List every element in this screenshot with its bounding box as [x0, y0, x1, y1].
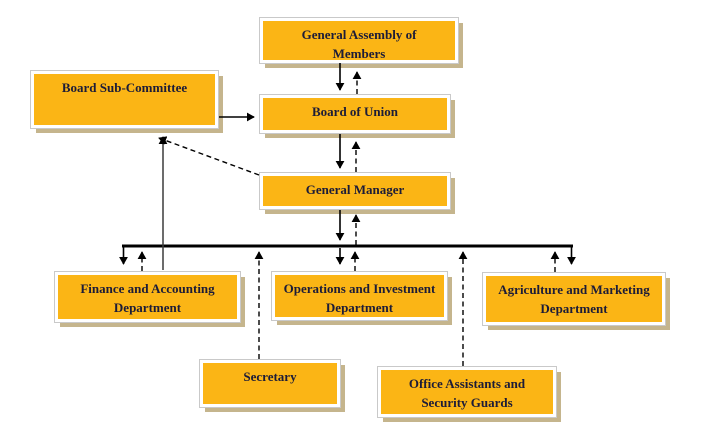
node-finance-department-label: Finance and Accounting Department — [80, 281, 215, 315]
node-general-assembly-label: General Assembly of Members — [301, 27, 417, 61]
node-general-assembly: General Assembly of Members — [259, 17, 459, 64]
edge-manager-to-subcommittee-dashed — [158, 136, 260, 176]
node-operations-department: Operations and Investment Department — [271, 271, 448, 321]
node-agriculture-department: Agriculture and Marketing Department — [482, 272, 666, 326]
node-office-assistants: Office Assistants and Security Guards — [377, 366, 557, 418]
node-general-manager: General Manager — [259, 172, 451, 210]
node-agriculture-department-label: Agriculture and Marketing Department — [498, 282, 650, 316]
node-secretary-label: Secretary — [243, 369, 297, 384]
node-general-manager-label: General Manager — [305, 182, 405, 197]
node-secretary: Secretary — [199, 359, 341, 408]
node-board-of-union-label: Board of Union — [312, 104, 398, 119]
node-board-sub-committee: Board Sub-Committee — [30, 70, 219, 129]
node-operations-department-label: Operations and Investment Department — [283, 281, 436, 315]
node-finance-department: Finance and Accounting Department — [54, 271, 241, 323]
node-board-sub-committee-label: Board Sub-Committee — [61, 80, 188, 95]
node-board-of-union: Board of Union — [259, 94, 451, 134]
node-office-assistants-label: Office Assistants and Security Guards — [408, 376, 526, 410]
